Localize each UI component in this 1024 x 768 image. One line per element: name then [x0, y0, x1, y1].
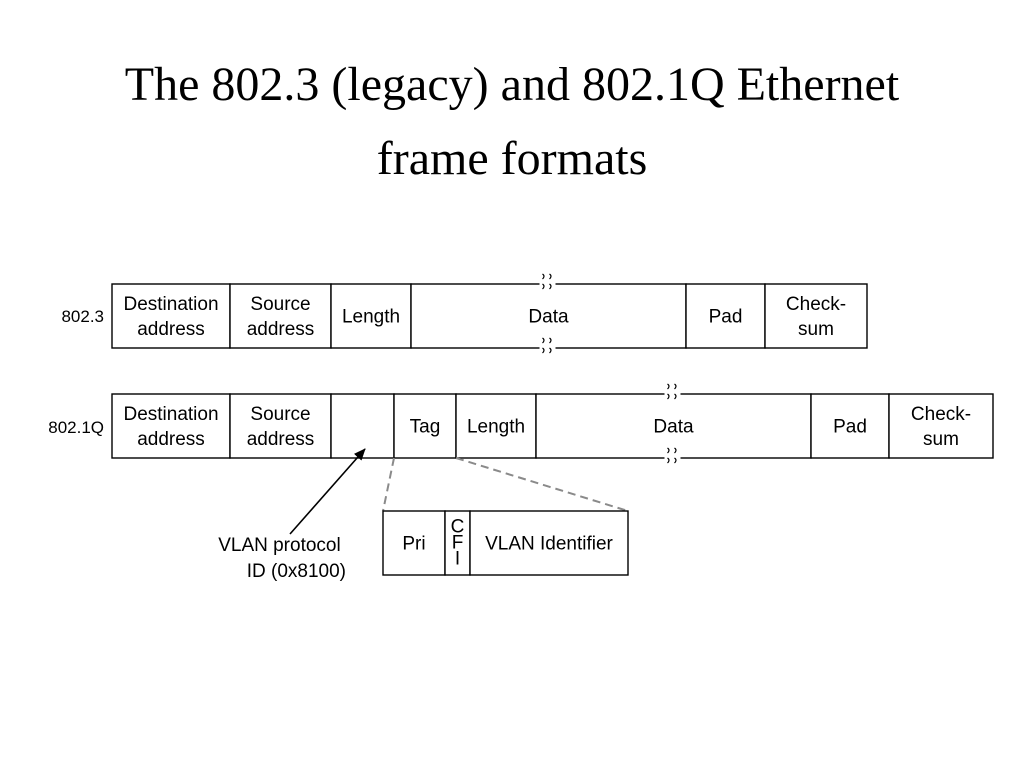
field-label-tag-line-1: Tag — [410, 417, 441, 438]
tag-expand-line-left — [382, 457, 395, 512]
field-box-vlan-proto — [330, 393, 395, 459]
field-label-dest-line-2: address — [137, 319, 205, 340]
field-label-checksum-line-2: sum — [798, 319, 834, 340]
field-label-src-line-1: Source — [250, 294, 310, 315]
field-box-checksum — [764, 283, 868, 349]
field-label-data: Data — [653, 417, 694, 438]
row-label-8021q: 802.1Q — [48, 418, 104, 437]
field-label-pri-line-1: Pri — [402, 534, 425, 555]
field-box-src — [229, 283, 332, 349]
field-label-length-line-1: Length — [467, 417, 525, 438]
field-label-pad: Pad — [833, 417, 867, 438]
break-mark-top-icon — [667, 383, 677, 400]
field-label-checksum-line-1: Check- — [911, 404, 971, 425]
field-label-pad-line-1: Pad — [833, 417, 867, 438]
frame-8021q: Destination address Source address Tag Length… — [111, 383, 994, 464]
field-box-length — [455, 393, 537, 459]
field-label-length-line-1: Length — [342, 307, 400, 328]
vlan-protocol-label-line-2: ID (0x8100) — [247, 561, 346, 582]
break-mark-top-icon — [542, 273, 552, 290]
field-box-checksum — [888, 393, 994, 459]
field-box-tag — [393, 393, 457, 459]
field-label-vlan-id: VLAN Identifier — [485, 534, 613, 555]
field-label-cfi-line-1: C — [451, 516, 465, 537]
field-box-src — [229, 393, 332, 459]
field-label-dest: Destination address — [123, 404, 218, 450]
field-label-dest: Destination address — [123, 294, 218, 340]
field-label-vlan-id-line-1: VLAN Identifier — [485, 534, 613, 555]
row-label-8023: 802.3 — [61, 307, 104, 326]
field-label-data-line-1: Data — [528, 307, 569, 328]
field-label-pad-line-1: Pad — [709, 307, 743, 328]
field-label-src: Source address — [247, 294, 315, 340]
field-label-data-line-1: Data — [653, 417, 694, 438]
field-label-data: Data — [528, 307, 569, 328]
field-box-dest — [111, 283, 231, 349]
break-mark-bottom-icon — [667, 447, 677, 464]
break-gap-top — [539, 282, 556, 286]
field-label-pri: Pri — [402, 534, 425, 555]
break-gap-top — [664, 392, 681, 396]
field-label-src-line-2: address — [247, 319, 315, 340]
field-box-dest — [111, 393, 231, 459]
frame-8023: Destination address Source address Length Dat… — [111, 273, 868, 354]
field-label-length: Length — [342, 307, 400, 328]
field-box-data — [410, 283, 687, 349]
field-label-src: Source address — [247, 404, 315, 450]
field-label-checksum: Check-sum — [911, 404, 971, 450]
break-gap-bottom — [664, 456, 681, 460]
title-line-2: frame formats — [376, 132, 648, 186]
field-label-src-line-2: address — [247, 429, 315, 450]
field-label-checksum-line-1: Check- — [786, 294, 846, 315]
field-label-cfi-line-3: I — [455, 548, 460, 569]
field-box-vlan-id — [469, 510, 629, 576]
field-label-pad: Pad — [709, 307, 743, 328]
break-mark-bottom-icon — [542, 337, 552, 354]
vlan-protocol-label-line-1: VLAN protocol — [218, 535, 341, 556]
page-title: The 802.3 (legacy) and 802.1Q Ethernet f… — [0, 48, 1024, 197]
break-gap-bottom — [539, 346, 556, 350]
field-box-pad — [685, 283, 766, 349]
field-label-dest-line-2: address — [137, 429, 205, 450]
title-line-1: The 802.3 (legacy) and 802.1Q Ethernet — [124, 58, 900, 111]
field-label-src-line-1: Source — [250, 404, 310, 425]
field-label-dest-line-1: Destination — [123, 294, 218, 315]
field-box-pad — [810, 393, 890, 459]
field-label-tag: Tag — [410, 417, 441, 438]
vlan-protocol-arrow — [289, 448, 366, 535]
vlan-protocol-label: VLAN protocol ID (0x8100) — [218, 535, 346, 582]
field-label-cfi-line-2: F — [452, 532, 464, 553]
field-label-checksum-line-2: sum — [923, 429, 959, 450]
tag-expand-line-right — [455, 457, 629, 512]
field-box-pri — [382, 510, 446, 576]
field-label-length: Length — [467, 417, 525, 438]
field-label-dest-line-1: Destination — [123, 404, 218, 425]
field-label-checksum: Check-sum — [786, 294, 846, 340]
